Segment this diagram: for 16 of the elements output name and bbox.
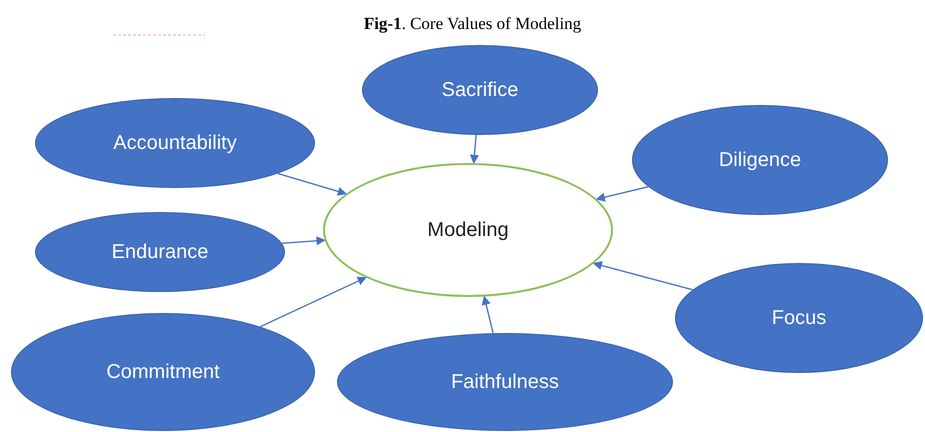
node-label: Modeling	[427, 218, 509, 242]
arrow	[596, 186, 648, 202]
figure-title: Fig-1. Core Values of Modeling	[362, 14, 582, 34]
node-label: Endurance	[112, 240, 208, 264]
arrow	[470, 134, 479, 164]
arrow	[592, 261, 693, 290]
node-label: Accountability	[113, 132, 237, 154]
arrow	[482, 296, 494, 334]
arrow	[282, 236, 326, 246]
arrow	[278, 172, 347, 196]
node-label: Sacrifice	[442, 78, 518, 102]
node-label: Faithfulness	[451, 370, 559, 394]
node-label: Focus	[772, 306, 826, 330]
node-label: Diligence	[718, 148, 802, 172]
arrow	[260, 276, 367, 328]
node-label: Commitment	[106, 360, 220, 384]
